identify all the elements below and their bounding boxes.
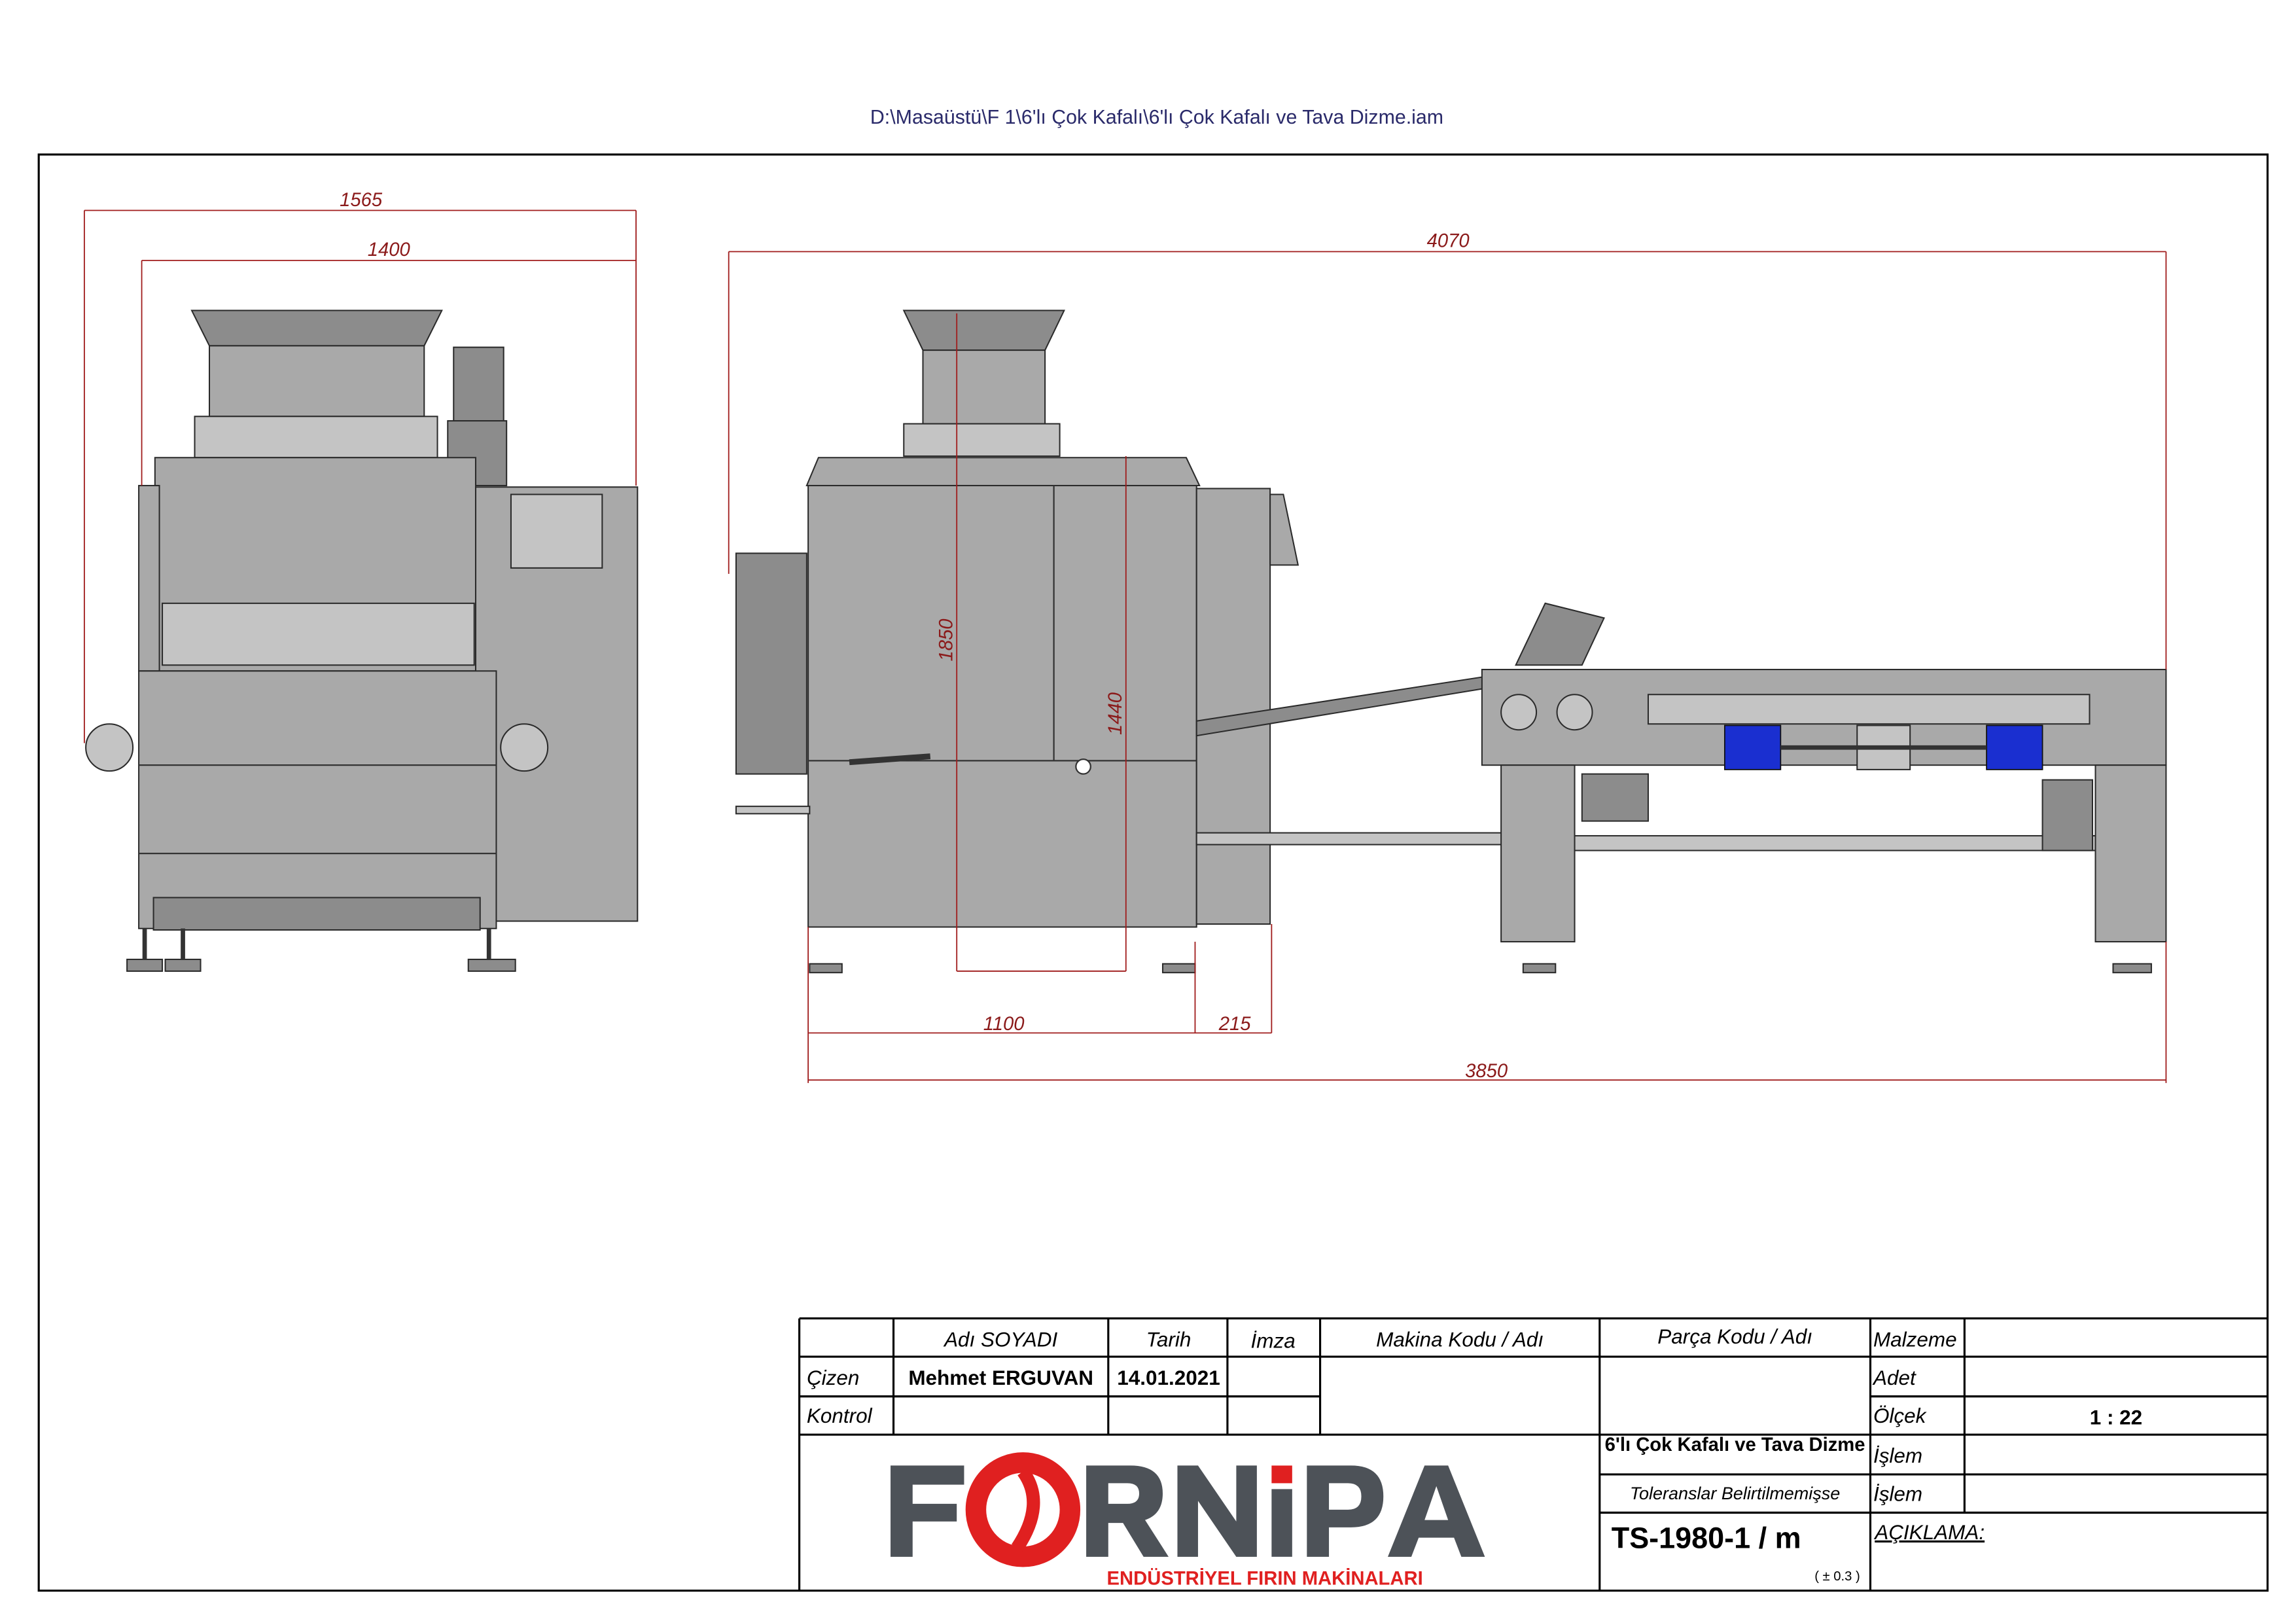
dim-1850: 1850: [936, 619, 957, 662]
check-label: Kontrol: [807, 1404, 873, 1427]
process1-label: İşlem: [1873, 1444, 1922, 1467]
header-date: Tarih: [1146, 1328, 1192, 1351]
dim-215: 215: [1218, 1014, 1252, 1035]
scale-label: Ölçek: [1873, 1404, 1928, 1427]
dim-1400: 1400: [368, 240, 410, 260]
dimension-lines: [83, 209, 2167, 1083]
fornipa-logo: ENDÜSTRİYEL FIRIN MAKİNALARI: [891, 1452, 1485, 1590]
logo-tagline: ENDÜSTRİYEL FIRIN MAKİNALARI: [1107, 1568, 1423, 1590]
dim-1440: 1440: [1105, 692, 1126, 735]
scale-value: 1 : 22: [2090, 1406, 2142, 1429]
side-view-machine: [735, 310, 2167, 974]
process2-label: İşlem: [1873, 1482, 1922, 1505]
header-signature: İmza: [1251, 1330, 1296, 1353]
dim-3850: 3850: [1465, 1061, 1508, 1082]
header-name: Adı SOYADI: [943, 1328, 1057, 1351]
dim-1565: 1565: [340, 190, 383, 211]
title-block: [798, 1317, 2268, 1591]
header-material: Malzeme: [1873, 1328, 1957, 1351]
notes-label: AÇIKLAMA:: [1873, 1521, 1985, 1544]
standard-code: TS-1980-1 / m: [1612, 1521, 1801, 1554]
quantity-label: Adet: [1872, 1366, 1916, 1389]
dim-1100: 1100: [983, 1014, 1025, 1035]
tolerance-value: ( ± 0.3 ): [1814, 1569, 1860, 1584]
front-view-machine: [85, 310, 639, 972]
header-machine: Makina Kodu / Adı: [1376, 1328, 1544, 1351]
dim-4070: 4070: [1427, 231, 1470, 252]
part-name: 6'lı Çok Kafalı ve Tava Dizme: [1604, 1435, 1865, 1455]
drawn-label: Çizen: [807, 1366, 859, 1389]
file-path: D:\Masaüstü\F 1\6'lı Çok Kafalı\6'lı Çok…: [870, 107, 1443, 128]
drawing-frame: [37, 153, 2269, 1592]
drawn-date: 14.01.2021: [1117, 1366, 1220, 1389]
drawn-name: Mehmet ERGUVAN: [908, 1366, 1093, 1389]
tolerance-label: Toleranslar Belirtilmemişse: [1630, 1484, 1840, 1503]
header-part: Parça Kodu / Adı: [1657, 1325, 1812, 1348]
